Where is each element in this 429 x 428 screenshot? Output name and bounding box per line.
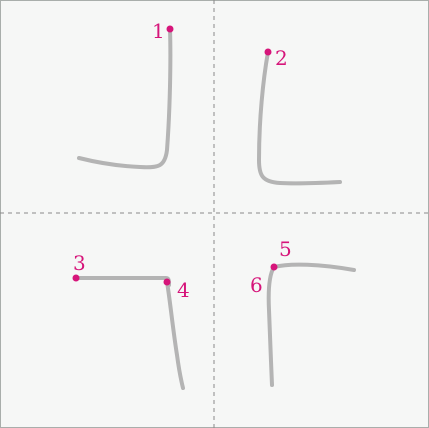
stroke-1-start-dot: [166, 25, 174, 33]
stroke-4-number: 4: [177, 278, 190, 302]
stroke-6-path: [266, 265, 276, 387]
stroke-1-number: 1: [152, 19, 165, 43]
stroke-2-path: [257, 50, 342, 186]
stroke-4-path: [165, 280, 185, 390]
panel-bottom-left: 3 4: [72, 251, 190, 390]
stroke-2-number: 2: [275, 46, 288, 70]
stroke-5-number: 5: [279, 237, 292, 261]
stroke-2-start-dot: [264, 48, 272, 56]
stroke-6-number: 6: [250, 273, 263, 297]
stroke-4-start-dot: [163, 278, 171, 286]
panel-top-left: 1: [77, 19, 174, 170]
stroke-3-number: 3: [73, 251, 86, 275]
stroke-1-path: [77, 27, 173, 170]
panel-bottom-right: 5 6: [250, 237, 356, 387]
panel-top-right: 2: [257, 46, 342, 186]
stroke-3-start-dot: [72, 274, 80, 282]
stroke-5-start-dot: [270, 263, 278, 271]
stroke-5-path: [272, 262, 356, 272]
